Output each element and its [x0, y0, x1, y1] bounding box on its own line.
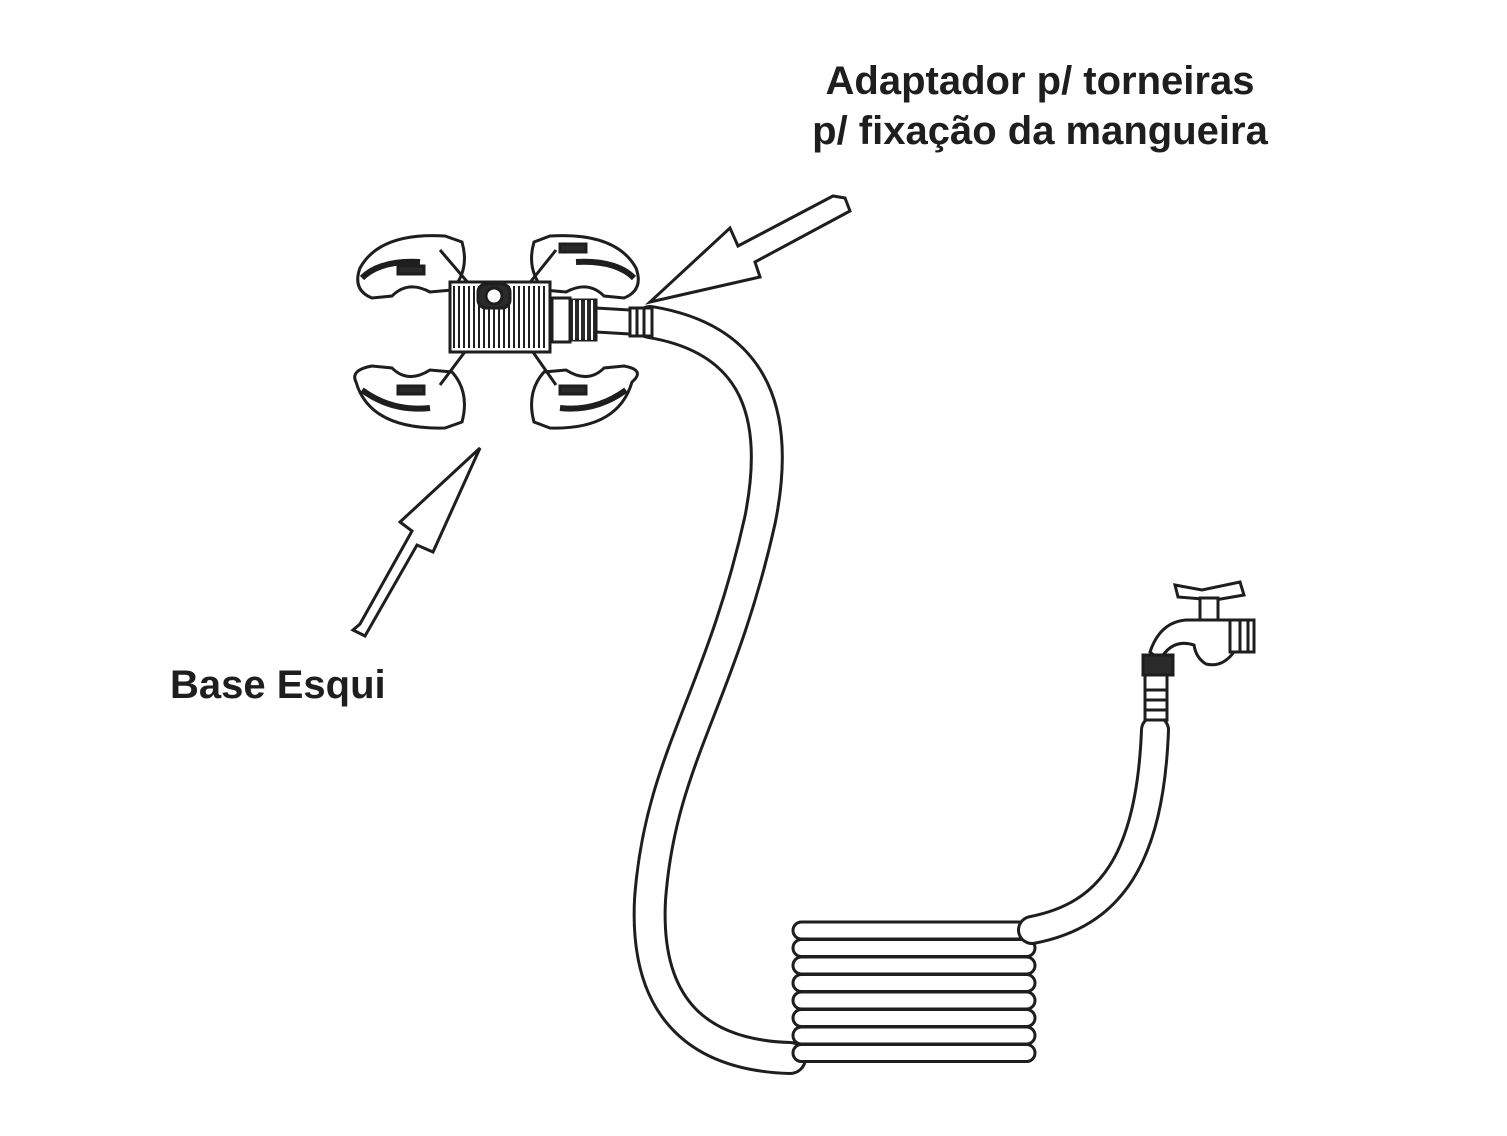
- hose-icon: [632, 305, 807, 1075]
- coil-loop: [791, 1043, 1037, 1063]
- coil-loop: [791, 990, 1037, 1011]
- coil-loop: [791, 955, 1037, 976]
- base-arrow-icon: [350, 446, 482, 638]
- adapter-arrow-icon: [644, 194, 852, 305]
- adapter-label-line-2: p/ fixação da mangueira: [812, 109, 1268, 153]
- coil-loop: [791, 938, 1037, 958]
- coil-loop: [791, 1008, 1037, 1028]
- hose-adapter-icon: [550, 296, 654, 344]
- hose-coil-icon: [791, 715, 1170, 1063]
- sprinkler-base-icon: [353, 234, 640, 430]
- coil-loop: [791, 920, 1037, 941]
- coil-loop: [791, 973, 1037, 993]
- adapter-label: Adaptador p/ torneiras p/ fixação da man…: [780, 56, 1300, 156]
- coil-loop: [791, 1025, 1037, 1046]
- faucet-icon: [1141, 580, 1256, 722]
- base-label: Base Esqui: [170, 663, 386, 707]
- adapter-label-line-1: Adaptador p/ torneiras: [825, 59, 1255, 103]
